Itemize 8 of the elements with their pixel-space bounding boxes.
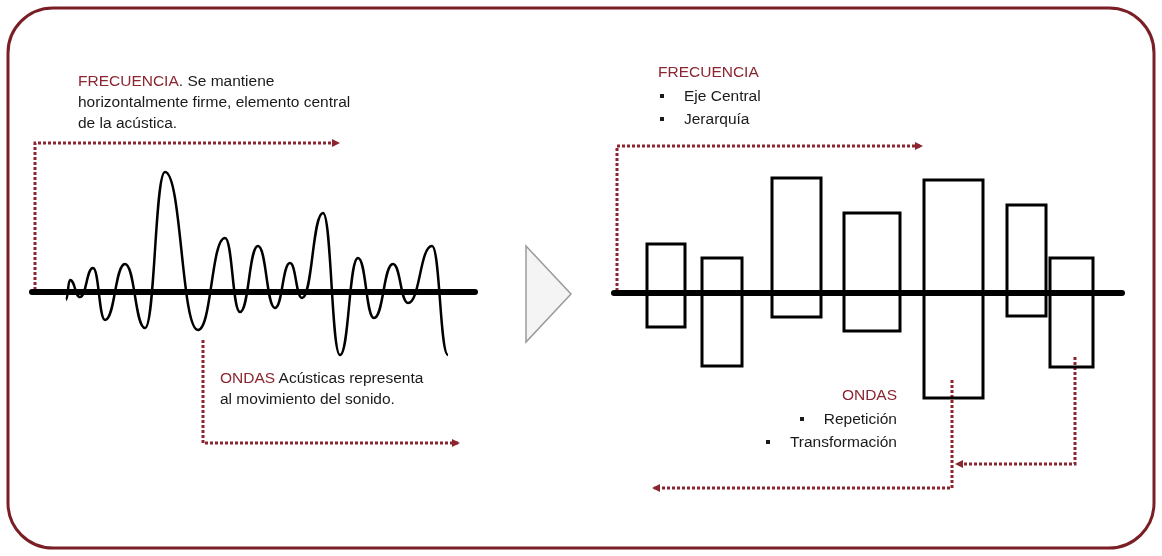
heading: FRECUENCIA <box>658 62 759 82</box>
bullet-item: Transformación <box>763 431 897 452</box>
bullet-item: Jerarquía <box>658 108 750 129</box>
bullet-item: Eje Central <box>658 85 761 106</box>
description-text: FRECUENCIA. Se mantiene horizontalmente firme, elemento central de la acústica. <box>78 71 352 133</box>
heading: ONDAS <box>841 385 897 405</box>
bullet-item: Repetición <box>797 408 897 429</box>
description-text: ONDAS Acústicas representa al movimiento del sonido. <box>220 368 425 409</box>
